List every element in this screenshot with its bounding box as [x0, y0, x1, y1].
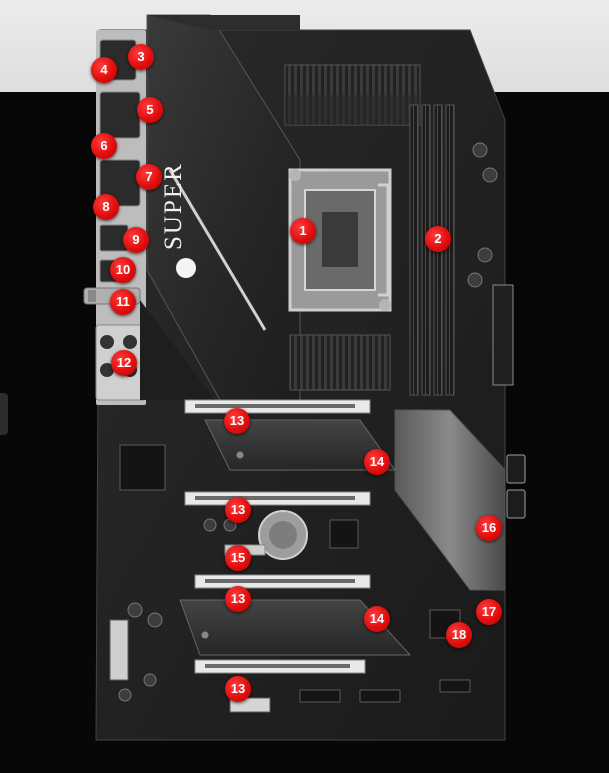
- callout-marker-13-c[interactable]: 13: [225, 586, 251, 612]
- callout-marker-17[interactable]: 17: [476, 599, 502, 625]
- callout-marker-7[interactable]: 7: [136, 164, 162, 190]
- m2-heatsink-upper: [204, 419, 396, 471]
- callout-marker-4[interactable]: 4: [91, 57, 117, 83]
- callout-marker-6[interactable]: 6: [91, 133, 117, 159]
- callout-marker-2[interactable]: 2: [425, 226, 451, 252]
- callout-marker-12[interactable]: 12: [111, 350, 137, 376]
- callout-marker-16[interactable]: 16: [476, 515, 502, 541]
- chipset-heatsink: [394, 409, 506, 591]
- callout-marker-9[interactable]: 9: [123, 227, 149, 253]
- callout-marker-1[interactable]: 1: [290, 218, 316, 244]
- callout-marker-11[interactable]: 11: [110, 289, 136, 315]
- m2-heatsink-lower: [179, 599, 412, 656]
- atx-24pin: [492, 284, 514, 386]
- side-scroll-tab[interactable]: [0, 393, 8, 435]
- brand-logo: SUPER: [160, 162, 187, 250]
- pcie-slots: [184, 399, 371, 674]
- vrm-heatsink-bottom: [289, 334, 391, 391]
- callout-marker-5[interactable]: 5: [137, 97, 163, 123]
- callout-marker-10[interactable]: 10: [110, 257, 136, 283]
- callout-marker-18[interactable]: 18: [446, 622, 472, 648]
- callout-marker-14-a[interactable]: 14: [364, 449, 390, 475]
- callout-marker-8[interactable]: 8: [93, 194, 119, 220]
- callout-marker-13-a[interactable]: 13: [224, 408, 250, 434]
- sata-ports: [506, 454, 526, 519]
- callout-marker-13-d[interactable]: 13: [225, 676, 251, 702]
- io-shroud-edge: [168, 169, 267, 331]
- capacitors: [118, 142, 498, 702]
- rear-io-block: [83, 30, 147, 405]
- misc-components: [109, 444, 471, 713]
- callout-marker-15[interactable]: 15: [225, 545, 251, 571]
- callout-marker-14-b[interactable]: 14: [364, 606, 390, 632]
- brand-logo-dot: [176, 258, 196, 278]
- callout-marker-3[interactable]: 3: [128, 44, 154, 70]
- callout-marker-13-b[interactable]: 13: [225, 497, 251, 523]
